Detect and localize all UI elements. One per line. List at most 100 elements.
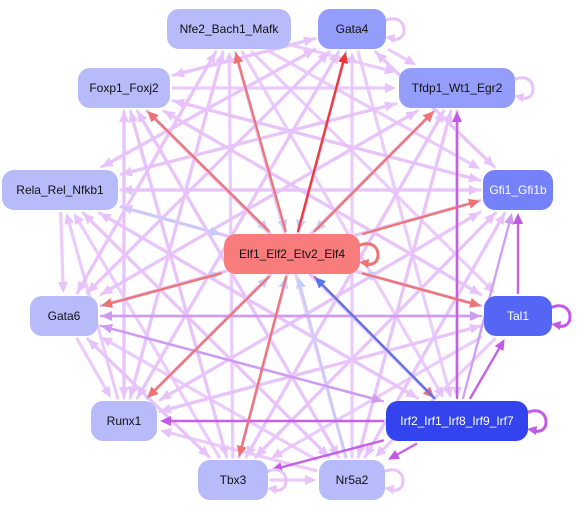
arrowhead-gfi1-to-rela <box>121 185 132 195</box>
arrowhead-tfdp1-to-tbx3 <box>246 444 256 457</box>
arrowhead-gata4-to-rela <box>101 157 114 167</box>
self-loop-arrowhead-irf2 <box>527 426 537 435</box>
edge-tfdp1-to-gata6 <box>108 109 419 291</box>
node-gata4[interactable]: Gata4 <box>318 9 386 49</box>
edge-gata4-to-gata6 <box>93 50 331 287</box>
arrowhead-tal1-to-gfi1 <box>513 213 523 224</box>
self-loop-arrowhead-nr5a2 <box>384 485 394 494</box>
node-tal1[interactable]: Tal1 <box>484 296 552 336</box>
edge-irf2-to-nr5a2 <box>396 442 418 456</box>
arrowhead-tal1-to-nr5a2 <box>375 445 387 457</box>
arrowhead-foxp1-to-tfdp1 <box>385 83 396 93</box>
edge-nfe2-to-gfi1 <box>268 50 472 166</box>
arrowhead-foxp1-to-tbx3 <box>218 445 229 457</box>
arrowhead-irf2-to-tfdp1 <box>452 111 462 122</box>
node-foxp1-foxj2[interactable]: Foxp1_Foxj2 <box>78 68 170 108</box>
arrowhead-elf1-to-runx1 <box>147 386 159 398</box>
edge-gata6-to-tbx3 <box>86 337 204 451</box>
arrowhead-elf1-to-gata4 <box>338 52 348 64</box>
arrowhead-foxp1-to-runx1 <box>119 387 129 398</box>
edge-nfe2-to-tfdp1 <box>292 44 387 72</box>
edge-rela-to-gata6 <box>59 211 65 284</box>
arrowhead-tbx3-to-rela <box>73 213 84 226</box>
arrowhead-irf2-to-runx1 <box>160 416 171 426</box>
node-tfdp1-wt1-egr2[interactable]: Tfdp1_Wt1_Egr2 <box>399 68 515 108</box>
self-loop-arrowhead-gata4 <box>385 34 395 43</box>
edge-gata4-to-runx1 <box>141 50 341 391</box>
arrowhead-elf1-to-foxp1 <box>147 111 159 123</box>
arrowhead-gata6-to-tbx3 <box>197 445 210 457</box>
node-irf2-irf1-irf8-irf9-irf7[interactable]: Irf2_Irf1_Irf8_Irf9_Irf7 <box>386 401 528 441</box>
edge-elf1-to-gfi1 <box>361 202 471 236</box>
edge-gata6-to-runx1 <box>75 337 107 391</box>
edge-irf2-to-tal1 <box>469 347 501 400</box>
arrowhead-elf1-to-tfdp1 <box>422 111 435 123</box>
arrowhead-nr5a2-to-elf1 <box>296 277 306 289</box>
self-loop-arrowhead-tfdp1 <box>514 93 524 102</box>
arrowhead-gata4-to-runx1 <box>137 385 148 398</box>
edge-gata4-to-rela <box>109 47 317 164</box>
node-runx1[interactable]: Runx1 <box>91 401 157 441</box>
arrowhead-nfe2-to-irf2 <box>433 385 444 398</box>
edge-elf1-to-tfdp1 <box>313 117 428 233</box>
arrowhead-rela-to-elf1 <box>209 226 221 237</box>
edge-rela-to-elf1 <box>119 205 212 233</box>
arrowhead-tbx3-to-nr5a2 <box>305 475 316 485</box>
node-nfe2-bach1-mafk[interactable]: Nfe2_Bach1_Mafk <box>167 9 291 49</box>
arrowhead-irf2-to-elf1 <box>314 277 327 289</box>
edge-tfdp1-to-rela <box>130 102 398 174</box>
edge-elf1-to-runx1 <box>153 275 271 392</box>
arrowhead-tal1-to-tbx3 <box>271 448 284 459</box>
edge-elf1-to-tal1 <box>361 272 472 305</box>
edge-elf1-to-tbx3 <box>240 275 288 448</box>
arrowhead-gata4-to-tfdp1 <box>404 55 417 65</box>
arrowhead-gfi1-to-tbx3 <box>255 445 267 457</box>
arrowhead-tal1-to-runx1 <box>160 403 172 414</box>
arrowhead-irf2-to-gata6 <box>101 323 113 334</box>
edge-tal1-to-tbx3 <box>278 335 483 455</box>
arrowhead-tal1-to-gata6 <box>101 311 112 321</box>
edge-elf1-to-nfe2 <box>237 61 287 233</box>
arrowhead-gfi1-to-runx1 <box>160 390 173 400</box>
self-loop-arrowhead-tbx3 <box>267 485 277 494</box>
arrowhead-elf1-to-tal1 <box>469 298 481 308</box>
edge-gata4-to-irf2 <box>356 50 450 389</box>
arrowhead-rela-to-gata6 <box>57 281 68 293</box>
edge-tfdp1-to-tbx3 <box>250 109 446 450</box>
arrowhead-elf1-to-nfe2 <box>233 52 244 64</box>
node-gata6[interactable]: Gata6 <box>30 296 98 336</box>
node-tbx3[interactable]: Tbx3 <box>198 460 268 500</box>
node-gfi1-gfi1b[interactable]: Gfi1_Gfi1b <box>483 170 553 210</box>
arrowhead-irf2-to-rela <box>99 213 112 223</box>
arrowhead-irf2-to-tal1 <box>494 339 505 352</box>
edge-foxp1-to-nr5a2 <box>135 109 335 450</box>
arrowhead-gata4-to-gata6 <box>87 281 99 293</box>
edge-gata4-to-tfdp1 <box>387 48 409 62</box>
edge-tfdp1-to-nr5a2 <box>359 109 453 448</box>
arrowhead-nfe2-to-gata6 <box>77 280 88 293</box>
arrowhead-gata6-to-runx1 <box>101 385 111 398</box>
arrowhead-tfdp1-to-rela <box>121 166 133 177</box>
node-rela-rel-nfkb1[interactable]: Rela_Rel_Nfkb1 <box>2 170 118 210</box>
edge-elf1-to-foxp1 <box>153 117 270 233</box>
edge-gfi1-to-foxp1 <box>182 101 482 182</box>
self-loop-arrowhead-elf1 <box>359 259 369 268</box>
arrowhead-nr5a2-to-runx1 <box>160 428 172 438</box>
arrowhead-irf2-to-gfi1 <box>504 213 514 225</box>
arrowhead-gfi1-to-foxp1 <box>173 98 185 109</box>
self-loop-arrowhead-tal1 <box>551 321 561 330</box>
edge-elf1-to-gata6 <box>110 272 223 305</box>
edge-irf2-to-tbx3 <box>280 439 385 469</box>
arrowhead-elf1-to-tbx3 <box>236 445 247 457</box>
arrowhead-nr5a2-to-gata6 <box>101 337 114 347</box>
edge-elf1-to-gata4 <box>296 61 345 233</box>
node-elf1-elf2-etv2-elf4[interactable]: Elf1_Elf2_Etv2_Elf4 <box>224 234 360 274</box>
node-nr5a2[interactable]: Nr5a2 <box>319 460 385 500</box>
edge-irf2-to-rela <box>107 216 420 400</box>
edge-tal1-to-runx1 <box>169 324 483 411</box>
arrowhead-gata4-to-foxp1 <box>173 67 185 78</box>
edge-irf2-to-gata6 <box>110 327 385 403</box>
arrowhead-gfi1-to-nr5a2 <box>365 444 375 457</box>
